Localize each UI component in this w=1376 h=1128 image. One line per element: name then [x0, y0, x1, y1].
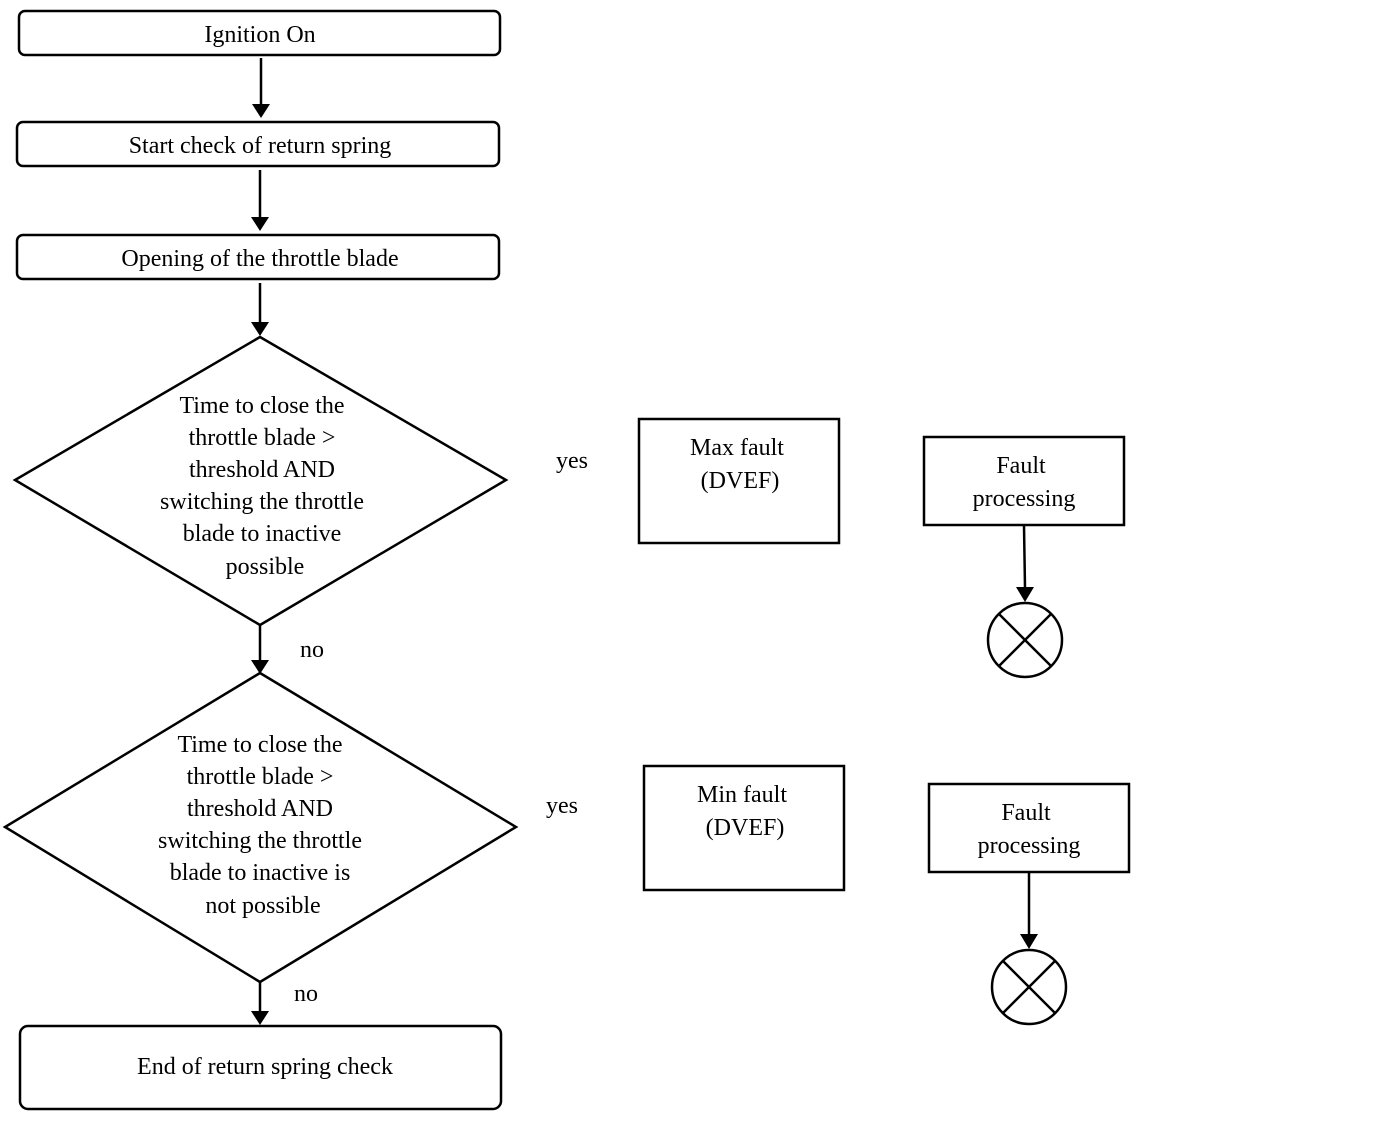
- node-ignition-on: Ignition On: [17, 9, 502, 57]
- node-fault-processing-2: Fault processing: [927, 782, 1131, 874]
- edge-decision-min-no: [251, 982, 269, 1025]
- node-max-fault-label: Max fault (DVEF): [690, 435, 790, 494]
- edge-fault-processing-1-to-terminator: [1016, 525, 1034, 602]
- decision-max: Time to close the throttle blade > thres…: [12, 335, 509, 627]
- node-max-fault: Max fault (DVEF): [637, 417, 841, 545]
- node-min-fault-label: Min fault (DVEF): [697, 782, 793, 841]
- edge-ignition-to-start: [252, 58, 270, 118]
- edge-decision-max-no: [251, 625, 269, 674]
- edge-label-min-no: no: [294, 981, 318, 1007]
- decision-min-label: Time to close the throttle blade > thres…: [158, 732, 368, 919]
- node-min-fault: Min fault (DVEF): [642, 764, 846, 892]
- node-fault-processing-2-label: Fault processing: [978, 800, 1081, 859]
- node-opening-blade: Opening of the throttle blade: [15, 233, 501, 281]
- node-end-check-label: End of return spring check: [137, 1054, 393, 1080]
- decision-min: Time to close the throttle blade > thres…: [2, 671, 519, 984]
- node-end-check: End of return spring check: [18, 1024, 503, 1111]
- edge-opening-to-decision-max: [251, 283, 269, 336]
- node-opening-blade-label: Opening of the throttle blade: [121, 246, 398, 272]
- node-start-check: Start check of return spring: [15, 120, 501, 168]
- edge-start-to-opening: [251, 170, 269, 231]
- edge-label-min-yes: yes: [546, 793, 578, 819]
- terminator-1-icon: [986, 601, 1064, 679]
- edge-label-max-yes: yes: [556, 448, 588, 474]
- edge-fault-processing-2-to-terminator: [1020, 873, 1038, 949]
- node-start-check-label: Start check of return spring: [129, 133, 392, 159]
- decision-max-label: Time to close the throttle blade > thres…: [160, 393, 370, 580]
- node-ignition-on-label: Ignition On: [204, 22, 315, 48]
- node-fault-processing-1: Fault processing: [922, 435, 1126, 527]
- node-fault-processing-1-label: Fault processing: [973, 453, 1076, 512]
- terminator-2-icon: [990, 948, 1068, 1026]
- edge-label-max-no: no: [300, 637, 324, 663]
